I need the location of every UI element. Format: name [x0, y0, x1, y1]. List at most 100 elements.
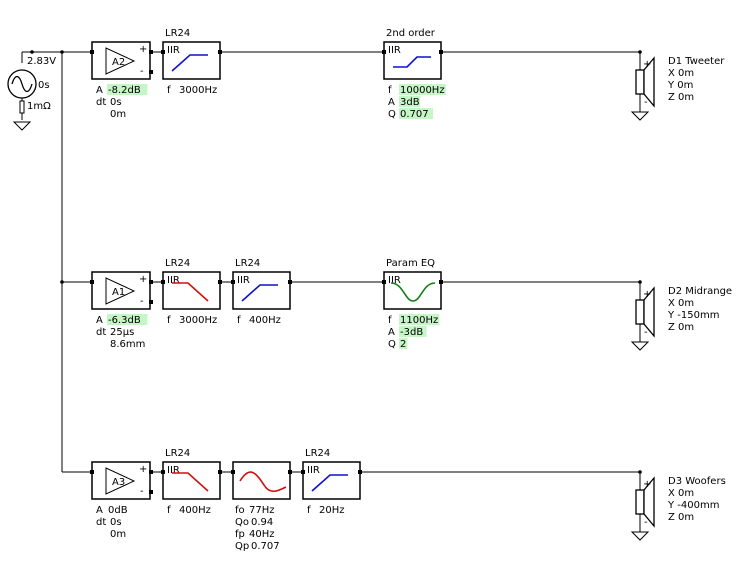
param-label: dt	[96, 517, 106, 528]
output-port[interactable]	[288, 470, 292, 474]
param-value: 0s	[110, 517, 122, 528]
junction-dot	[638, 50, 642, 54]
amplifier-distance: 8.6mm	[110, 339, 145, 350]
input-port[interactable]	[301, 470, 305, 474]
minus-sign: -	[644, 327, 648, 338]
output-port[interactable]	[218, 280, 222, 284]
junction-dot	[638, 280, 642, 284]
param-value: -3dB	[400, 327, 423, 338]
param-label: Q	[388, 109, 396, 120]
input-port[interactable]	[231, 280, 235, 284]
filter-box	[162, 461, 221, 500]
input-port[interactable]	[90, 280, 94, 284]
input-port[interactable]	[161, 470, 165, 474]
output-port-plus[interactable]	[149, 470, 153, 474]
speaker-cone-icon	[643, 286, 655, 338]
plus-sign: +	[139, 464, 147, 475]
junction-dot	[638, 470, 642, 474]
output-port[interactable]	[288, 280, 292, 284]
output-port-plus[interactable]	[149, 50, 153, 54]
amplifier-triangle-icon	[105, 47, 136, 75]
input-port[interactable]	[161, 280, 165, 284]
param-highlight	[399, 338, 408, 349]
filter-title: LR24	[235, 258, 260, 269]
filter-box	[302, 461, 361, 500]
param-value: 2	[400, 339, 406, 350]
amplifier-name: A1	[112, 287, 125, 298]
param-label: f	[167, 505, 171, 516]
param-value: 0.707	[400, 109, 429, 120]
response-curve-icon	[172, 472, 209, 492]
output-port[interactable]	[218, 50, 222, 54]
param-value: 10000Hz	[400, 85, 445, 96]
filter-title: LR24	[165, 28, 190, 39]
param-label: fo	[235, 505, 245, 516]
amplifier-triangle-icon	[105, 277, 136, 305]
param-highlight	[399, 84, 446, 95]
amplifier-box	[91, 41, 151, 80]
param-label: f	[167, 85, 171, 96]
driver-name: D3 Woofers	[668, 476, 726, 487]
input-port[interactable]	[161, 50, 165, 54]
param-value: 400Hz	[249, 315, 281, 326]
iir-label: IIR	[388, 45, 401, 56]
amplifier-distance: 0m	[110, 109, 126, 120]
input-port[interactable]	[90, 470, 94, 474]
output-port[interactable]	[439, 50, 443, 54]
response-curve-icon	[241, 284, 278, 302]
speaker-cone-icon	[643, 476, 655, 528]
param-label: f	[167, 315, 171, 326]
input-port[interactable]	[231, 470, 235, 474]
param-label: Q	[388, 339, 396, 350]
source-delay: 0s	[38, 80, 50, 91]
driver-coordinate: Y 0m	[667, 80, 693, 91]
param-value: -8.2dB	[108, 85, 141, 96]
output-port-minus[interactable]	[149, 490, 153, 494]
output-port[interactable]	[358, 470, 362, 474]
param-value: 0s	[110, 97, 122, 108]
param-highlight	[399, 108, 433, 119]
filter-title: LR24	[165, 448, 190, 459]
iir-label: IIR	[237, 275, 250, 286]
param-label: f	[388, 315, 392, 326]
param-highlight	[399, 96, 421, 107]
speaker-cone-icon	[643, 56, 655, 108]
driver-coordinate: X 0m	[668, 68, 694, 79]
param-label: f	[388, 85, 392, 96]
output-port-minus[interactable]	[149, 300, 153, 304]
minus-sign: -	[140, 486, 144, 497]
input-port[interactable]	[382, 50, 386, 54]
output-port[interactable]	[439, 280, 443, 284]
output-port-plus[interactable]	[149, 280, 153, 284]
param-value: 0.707	[251, 541, 280, 552]
ground-icon	[630, 531, 650, 541]
param-label: dt	[96, 97, 106, 108]
driver-name: D1 Tweeter	[668, 56, 725, 67]
filter-title: LR24	[305, 448, 330, 459]
param-label: Qp	[235, 541, 249, 552]
output-port[interactable]	[218, 470, 222, 474]
param-value: 3000Hz	[179, 315, 217, 326]
driver-coordinate: Y -400mm	[667, 500, 719, 511]
plus-sign: +	[643, 289, 651, 300]
output-port-minus[interactable]	[149, 70, 153, 74]
input-port[interactable]	[382, 280, 386, 284]
input-port[interactable]	[90, 50, 94, 54]
